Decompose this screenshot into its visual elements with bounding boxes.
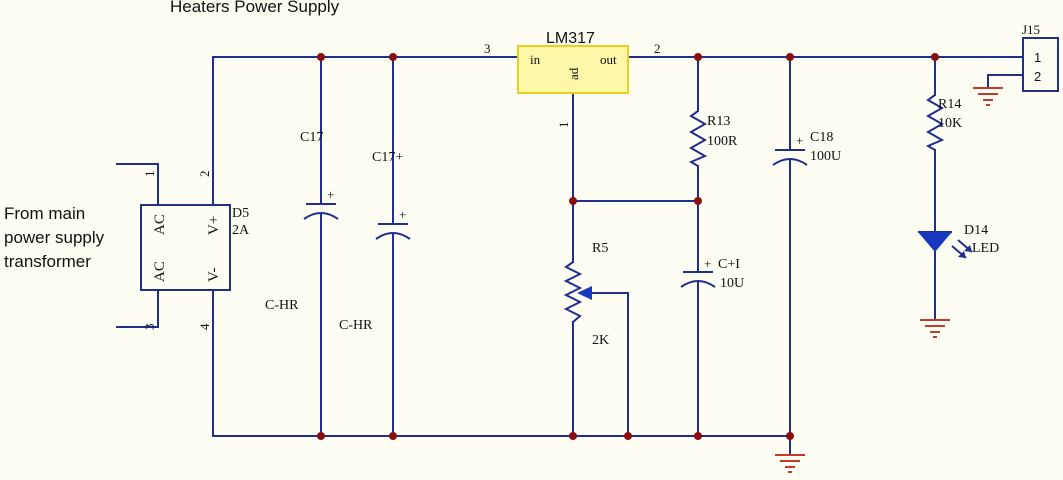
cadj-ref: C+I [718, 257, 740, 272]
c17-ref: C17 [300, 130, 323, 145]
bridge-rectifier-body [140, 204, 231, 291]
r5-symbol [563, 261, 583, 323]
input-note-line: power supply [4, 228, 105, 247]
lm317-body [517, 45, 629, 94]
lm317-name: LM317 [546, 30, 595, 47]
junction-dot [317, 53, 325, 61]
d14-value: LED [972, 241, 999, 256]
input-note-line: From main [4, 204, 86, 223]
junction-dot [389, 53, 397, 61]
cadj-symbol [680, 271, 716, 288]
ground-symbol-led [920, 319, 950, 338]
lm317-pin2-number: 2 [654, 41, 661, 56]
d5-value: 2A [232, 223, 250, 238]
c17b-ref: C17+ [372, 150, 403, 165]
r14-value: 10K [938, 116, 962, 131]
bridge-ac2-label: AC [152, 261, 168, 282]
junction-dot [694, 197, 702, 205]
ground-symbol-j15 [973, 87, 1003, 106]
led-triangle [918, 232, 952, 252]
input-note-line: transformer [4, 252, 91, 271]
c17b-value: C-HR [339, 318, 373, 333]
bridge-pin3-number: 3 [142, 324, 157, 331]
bridge-vplus-label: V+ [206, 216, 222, 235]
d5-ref: D5 [232, 206, 249, 221]
ground-symbol-main [775, 454, 805, 473]
junction-dot [317, 432, 325, 440]
page-title: Heaters Power Supply [170, 0, 340, 16]
wire-ac-bottom [116, 289, 159, 328]
c18-symbol [772, 149, 808, 166]
bridge-pin4-number: 4 [197, 323, 212, 330]
r5-wiper-arrow [577, 286, 592, 300]
junction-dot [694, 432, 702, 440]
junction-dot [569, 197, 577, 205]
c18-value: 100U [810, 149, 841, 164]
c17b-symbol [375, 223, 411, 240]
c17-plus: + [327, 187, 334, 202]
junction-dot [786, 53, 794, 61]
bridge-pin2-number: 2 [197, 171, 212, 178]
bridge-ac1-label: AC [152, 214, 168, 235]
lm317-pin3-number: 3 [484, 41, 491, 56]
c18-ref: C18 [810, 130, 833, 145]
junction-dot [694, 53, 702, 61]
lm317-pin1-number: 1 [556, 122, 571, 129]
r14-ref: R14 [938, 97, 961, 112]
junction-dot [786, 432, 794, 440]
c17-value: C-HR [265, 298, 299, 313]
cadj-value: 10U [720, 276, 744, 291]
bridge-vminus-label: V- [206, 268, 222, 282]
c18-plus: + [796, 133, 803, 148]
junction-dot [931, 53, 939, 61]
junction-dot [389, 432, 397, 440]
led-arrowhead-1 [958, 251, 966, 258]
junction-dot [569, 432, 577, 440]
r5-value: 2K [592, 333, 609, 348]
wire-r5-wiper [585, 292, 629, 437]
r14-symbol [925, 94, 945, 151]
lm317-pin-adj-label: ad [566, 67, 581, 80]
cadj-plus: + [704, 256, 711, 271]
r13-ref: R13 [707, 114, 730, 129]
r5-ref: R5 [592, 241, 608, 256]
j15-ref: J15 [1022, 22, 1040, 37]
r13-value: 100R [707, 134, 738, 149]
r13-symbol [688, 110, 708, 167]
wire-ac-top [116, 163, 159, 206]
j15-pin2-label: 2 [1034, 69, 1041, 84]
c17b-plus: + [399, 207, 406, 222]
junction-dot [624, 432, 632, 440]
bridge-pin1-number: 1 [142, 171, 157, 178]
wire-j15-pin2 [987, 74, 1024, 89]
lm317-pin-in-label: in [530, 52, 541, 67]
input-note: From main power supply transformer [4, 202, 104, 274]
c17-symbol [303, 203, 339, 220]
d14-ref: D14 [964, 223, 988, 238]
j15-pin1-label: 1 [1034, 50, 1041, 65]
j15-body [1022, 37, 1059, 92]
led-arrowhead-2 [964, 245, 972, 252]
lm317-pin-out-label: out [600, 52, 617, 67]
